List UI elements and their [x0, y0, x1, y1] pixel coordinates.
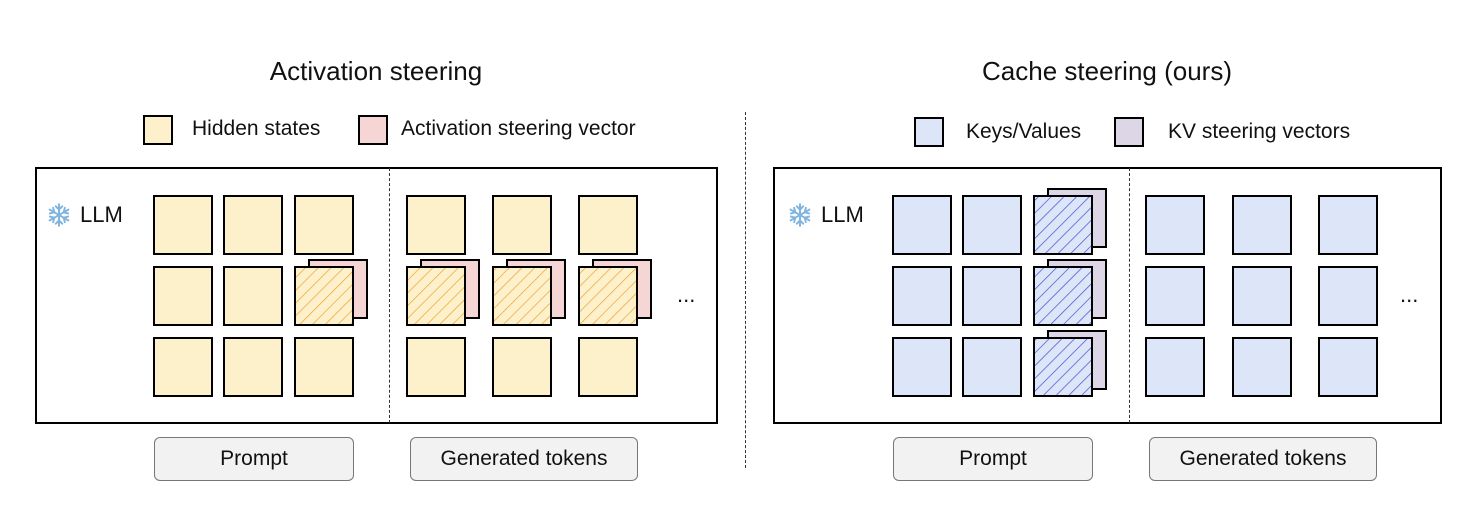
activation-steering-vector-legend-label: Activation steering vector: [401, 117, 636, 140]
cache-steering-title: Cache steering (ours): [982, 56, 1232, 86]
cache-steering-llm-panel: [773, 167, 1442, 424]
right-prompt-generated-divider: [1129, 168, 1130, 423]
kv-steering-vectors-legend-label: KV steering vectors: [1168, 120, 1351, 143]
right-prompt-label: Prompt: [893, 437, 1093, 481]
left-generated-tokens-label: Generated tokens: [410, 437, 638, 481]
snowflake-icon: [48, 203, 70, 227]
right-generated-tokens-label: Generated tokens: [1149, 437, 1377, 481]
hidden-states-legend-swatch: [143, 115, 173, 145]
activation-steering-vector-legend-swatch: [358, 115, 388, 145]
keys-values-legend-label: Keys/Values: [966, 120, 1082, 143]
kv-steering-vectors-legend-swatch: [1114, 117, 1144, 147]
snowflake-icon: [789, 203, 811, 227]
left-llm-label-group: LLM: [46, 202, 123, 228]
hidden-states-legend-label: Hidden states: [192, 117, 321, 140]
center-divider: [745, 112, 746, 468]
keys-values-legend-swatch: [914, 117, 944, 147]
left-ellipsis: ...: [677, 282, 696, 307]
left-prompt-label: Prompt: [154, 437, 354, 481]
left-prompt-generated-divider: [389, 168, 390, 423]
right-llm-label-group: LLM: [787, 202, 864, 228]
right-llm-label: LLM: [821, 202, 864, 227]
activation-steering-llm-panel: [35, 167, 718, 424]
activation-steering-title: Activation steering: [269, 56, 483, 86]
right-ellipsis: ...: [1400, 282, 1419, 307]
left-llm-label: LLM: [80, 202, 123, 227]
